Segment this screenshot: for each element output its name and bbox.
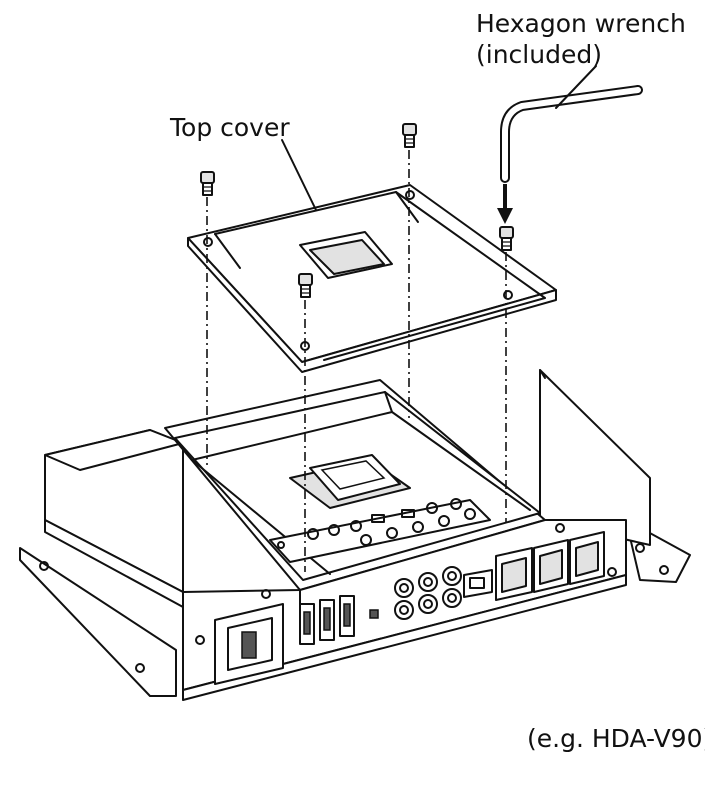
model-note: (e.g. HDA-V90): [527, 724, 705, 753]
screw-icon: [298, 273, 313, 298]
screw-icon: [499, 226, 514, 251]
wrench-label-line-1: Hexagon wrench: [476, 9, 686, 38]
screw-icon: [200, 171, 215, 196]
top-cover-label: Top cover: [170, 113, 290, 142]
alignment-lines: [206, 150, 507, 572]
wrench-leader-line: [555, 65, 597, 109]
down-arrow-icon: [497, 184, 513, 224]
screw-icon: [402, 123, 417, 148]
amplifier-unit: [19, 369, 691, 701]
wrench-label-line-2: (included): [476, 40, 602, 69]
top-cover: [187, 184, 557, 373]
hexagon-wrench-icon: [500, 85, 643, 183]
cover-leader-line: [281, 139, 317, 211]
wrench-label: Hexagon wrench (included): [476, 8, 686, 70]
